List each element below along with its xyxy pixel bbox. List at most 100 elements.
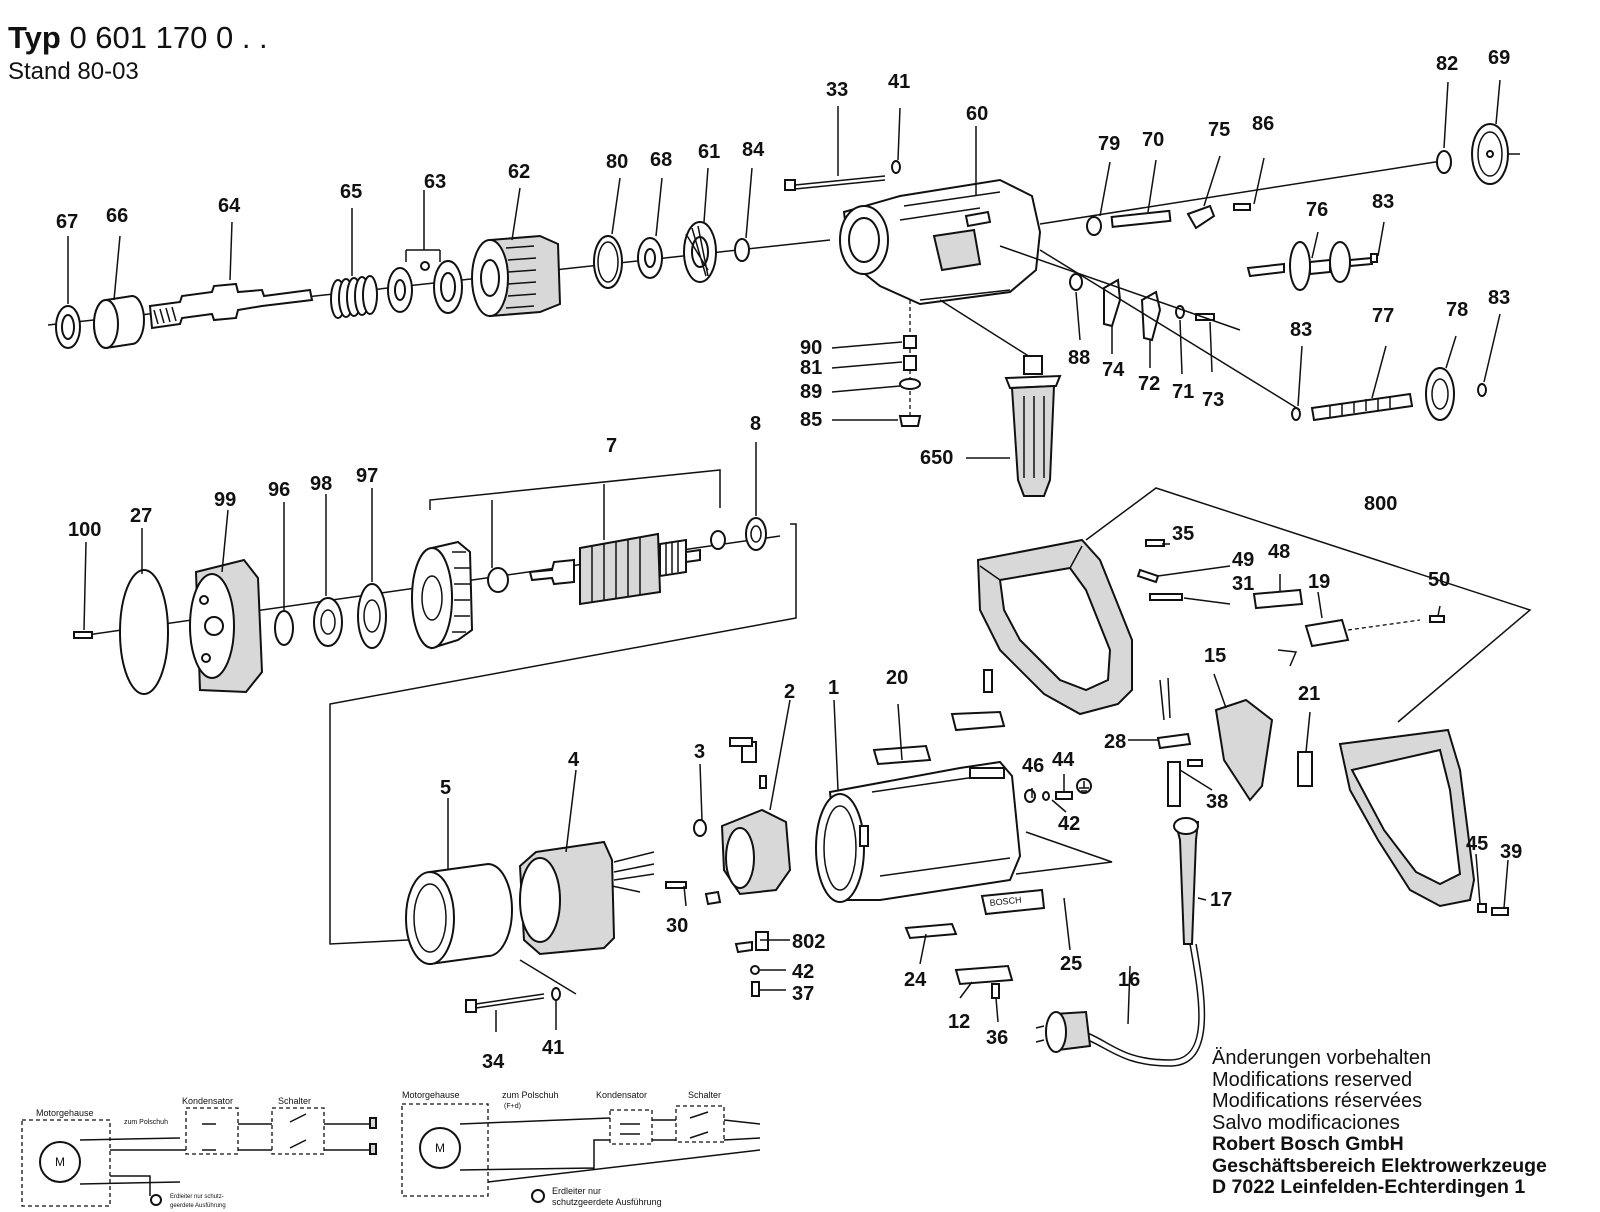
part-70-pin: [1110, 209, 1172, 228]
part-28-clamp: [1156, 732, 1192, 750]
part-76-gear-shaft: [1246, 241, 1373, 291]
label-61: 61: [698, 141, 720, 163]
label-75: 75: [1208, 119, 1230, 141]
part-62-gear-sleeve: [471, 234, 562, 318]
label-2: 2: [784, 681, 795, 703]
type-title: Typ 0 601 170 0 . .: [8, 20, 268, 56]
part-35-screw: [1145, 539, 1165, 547]
part-12-clamp: [954, 964, 1014, 986]
clamp-top: [950, 669, 1006, 732]
label-74: 74: [1102, 359, 1125, 381]
label-21: 21: [1298, 683, 1320, 705]
leader-lines: [67, 79, 1509, 1032]
part-63-bearing-set: [387, 260, 463, 314]
brush-holder-group: [665, 737, 792, 997]
handle-bracket-line: [1085, 487, 1532, 723]
label-800: 800: [1364, 493, 1397, 515]
part-39-screw: [1491, 907, 1509, 916]
label-88: 88: [1068, 347, 1090, 369]
stand-date: Stand 80-03: [8, 58, 139, 85]
schem-left-kondensator: Kondensator: [182, 1096, 233, 1106]
note-de: Änderungen vorbehalten: [1212, 1047, 1432, 1069]
type-prefix: Typ: [8, 20, 61, 55]
label-36: 36: [986, 1027, 1008, 1049]
schem-right-polschuh-sub: (F+d): [504, 1103, 521, 1110]
part-30-screw: [665, 881, 687, 889]
schem-right-schalter: Schalter: [688, 1090, 721, 1100]
label-48: 48: [1268, 541, 1290, 563]
part-19-capacitor: [1304, 618, 1350, 648]
part-44-screw: [1055, 791, 1073, 800]
label-4: 4: [568, 749, 580, 771]
part-100-screw: [73, 631, 93, 639]
armature-washer: [710, 530, 726, 550]
part-88-washer: [1069, 273, 1083, 291]
label-76: 76: [1306, 199, 1328, 221]
wiring-schematic-right: Motorgehause zum Polschuh (F+d) Kondensa…: [401, 1090, 761, 1207]
part-36-screw: [991, 983, 1000, 999]
part-83-clip-top: [1370, 253, 1378, 263]
label-77: 77: [1372, 305, 1394, 327]
schem-right-kondensator: Kondensator: [596, 1090, 647, 1100]
label-41-bottom: 41: [542, 1037, 564, 1059]
part-48-block: [1252, 588, 1304, 610]
label-83-mid: 83: [1290, 319, 1312, 341]
part-96-ring: [274, 610, 294, 646]
part-46-ring: [1024, 789, 1036, 803]
label-3: 3: [694, 741, 705, 763]
part-38-sleeve: [1167, 761, 1181, 807]
part-79-bushing: [1086, 216, 1102, 236]
label-41: 41: [888, 71, 910, 93]
label-69: 69: [1488, 47, 1510, 69]
schem-left-motorgehause: Motorgehause: [36, 1108, 94, 1118]
field-group: [405, 840, 655, 1013]
part-15-switch: [1214, 698, 1274, 802]
schem-left-motor: M: [55, 1155, 65, 1169]
label-98: 98: [310, 473, 332, 495]
part-75-clip: [1186, 204, 1216, 230]
label-42-right: 42: [1058, 813, 1080, 835]
label-802: 802: [792, 931, 825, 953]
label-12: 12: [948, 1011, 970, 1033]
label-71: 71: [1172, 381, 1194, 403]
part-97-fan-ring: [357, 583, 387, 649]
label-83-right: 83: [1488, 287, 1510, 309]
label-31: 31: [1232, 573, 1254, 595]
schem-right-motorgehause: Motorgehause: [402, 1090, 460, 1100]
label-33: 33: [826, 79, 848, 101]
label-97: 97: [356, 465, 378, 487]
nameplate-text: BOSCH: [989, 895, 1022, 908]
part-64-spindle: [148, 282, 314, 330]
label-73: 73: [1202, 389, 1224, 411]
notes-block: Änderungen vorbehalten Modifications res…: [1212, 1047, 1547, 1199]
label-17: 17: [1210, 889, 1232, 911]
part-86-screw: [1233, 203, 1251, 211]
label-650: 650: [920, 447, 953, 469]
schem-left-polschuh: zum Polschuh: [124, 1119, 168, 1126]
part-89-washer: [899, 378, 921, 390]
label-84: 84: [742, 139, 765, 161]
label-67: 67: [56, 211, 78, 233]
label-20: 20: [886, 667, 908, 689]
part-90-screw: [903, 335, 917, 349]
part-33-screw: [784, 175, 886, 191]
schem-right-note2: schutzgeerdete Ausführung: [552, 1197, 662, 1207]
part-49-pin: [1136, 568, 1160, 584]
label-7: 7: [606, 435, 617, 457]
company-address: D 7022 Leinfelden-Echterdingen 1: [1212, 1176, 1526, 1198]
part-99-bearing-flange: [189, 558, 264, 694]
label-37: 37: [792, 983, 814, 1005]
part-77-pinion-shaft: [1310, 367, 1455, 422]
schem-right-note1: Erdleiter nur: [552, 1186, 601, 1196]
spindle-assembly-group: [47, 221, 831, 350]
part-37-screw: [751, 981, 760, 997]
part-number-labels: 67 66 64 65 63 62 80 68 61 84 33 41 60 7…: [56, 47, 1522, 1073]
part-27-gasket: [119, 569, 169, 695]
part-72-lever: [1140, 290, 1162, 342]
part-802-bushing: [755, 931, 769, 951]
part-1-motor-housing: [815, 760, 1022, 903]
label-86: 86: [1252, 113, 1274, 135]
part-60-gear-housing: [839, 178, 1042, 306]
part-82-washer: [1436, 150, 1452, 174]
